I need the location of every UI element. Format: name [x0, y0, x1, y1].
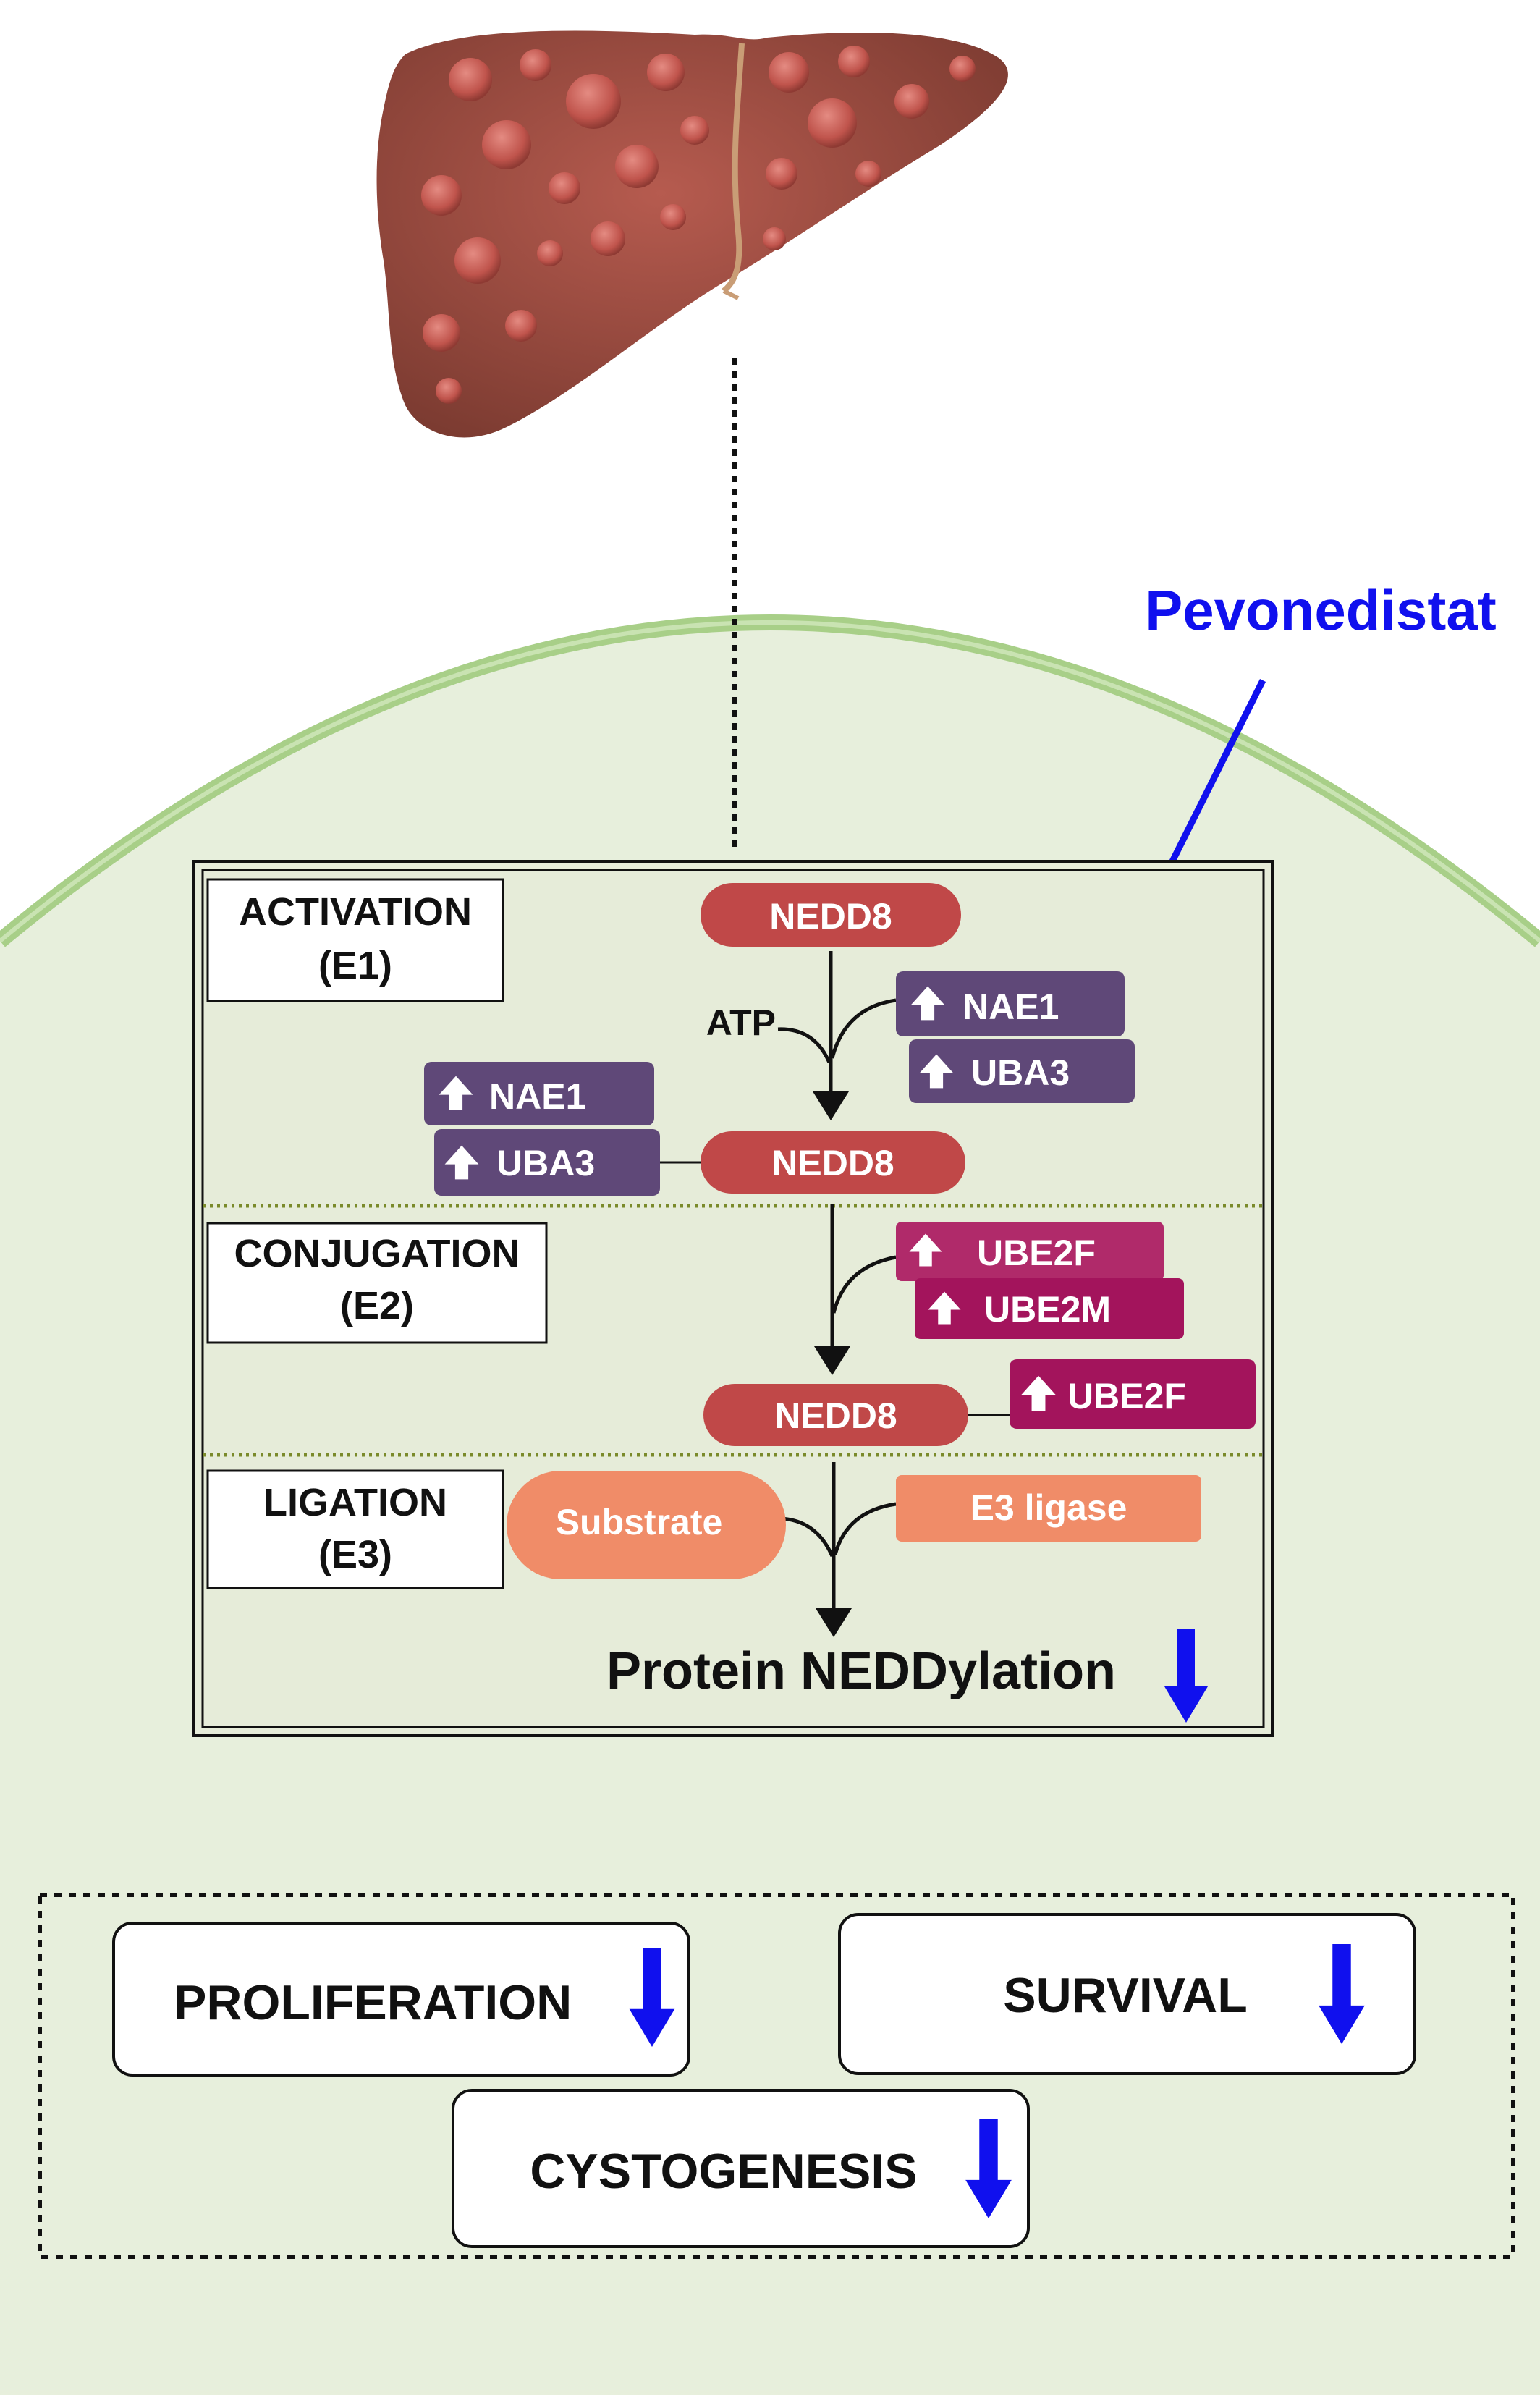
e1-complex-free: NAE1 UBA3	[896, 971, 1135, 1103]
effects-box	[38, 1893, 1515, 2259]
uba3-label: UBA3	[496, 1143, 595, 1183]
effect-proliferation: PROLIFERATION	[112, 1922, 690, 2077]
proliferation-label: PROLIFERATION	[174, 1975, 572, 2030]
atp-label: ATP	[706, 1002, 776, 1043]
stage-activation-title: ACTIVATION	[239, 890, 472, 934]
e2-complex-free: UBE2F UBE2M	[896, 1222, 1184, 1339]
stage-label-conjugation: CONJUGATION (E2)	[206, 1222, 548, 1344]
substrate: Substrate	[507, 1471, 786, 1579]
stage-ligation-code: (E3)	[318, 1533, 392, 1576]
nedd8-e2-bound: NEDD8	[703, 1384, 968, 1446]
pathway-arrows	[777, 951, 897, 1637]
stage-activation-code: (E1)	[318, 944, 392, 987]
e2-bound: UBE2F	[1010, 1359, 1256, 1429]
stage-conjugation-title: CONJUGATION	[234, 1232, 520, 1275]
e3-ligase-label: E3 ligase	[970, 1487, 1128, 1528]
stage-label-ligation: LIGATION (E3)	[206, 1469, 504, 1589]
nedd8-e1-bound: NEDD8	[701, 1131, 965, 1194]
survival-label: SURVIVAL	[1003, 1968, 1248, 2023]
nedd8-e1-label: NEDD8	[771, 1143, 894, 1183]
liver-illustration	[376, 30, 1008, 438]
substrate-label: Substrate	[556, 1502, 723, 1542]
ube2f-bound-label: UBE2F	[1067, 1376, 1186, 1416]
cystogenesis-label: CYSTOGENESIS	[530, 2144, 917, 2199]
ube2m-label: UBE2M	[984, 1289, 1111, 1330]
nedd8-free: NEDD8	[701, 883, 961, 947]
ube2f-label: UBE2F	[977, 1233, 1096, 1273]
effect-survival: SURVIVAL	[838, 1913, 1416, 2075]
nedd8-e2-label: NEDD8	[774, 1395, 897, 1436]
outcome-label: Protein NEDDylation	[606, 1642, 1116, 1700]
e1-complex-bound: NAE1 UBA3	[424, 1062, 660, 1196]
stage-ligation-title: LIGATION	[263, 1481, 447, 1524]
uba3-label: UBA3	[971, 1052, 1070, 1093]
nae1-label: NAE1	[489, 1076, 585, 1117]
e3-ligase: E3 ligase	[896, 1475, 1201, 1542]
stage-label-activation: ACTIVATION (E1)	[206, 878, 504, 1002]
stage-conjugation-code: (E2)	[340, 1284, 414, 1327]
nae1-label: NAE1	[962, 987, 1059, 1027]
nedd8-free-label: NEDD8	[769, 896, 892, 937]
effect-cystogenesis: CYSTOGENESIS	[452, 2089, 1030, 2248]
drug-label: Pevonedistat	[1145, 578, 1497, 642]
